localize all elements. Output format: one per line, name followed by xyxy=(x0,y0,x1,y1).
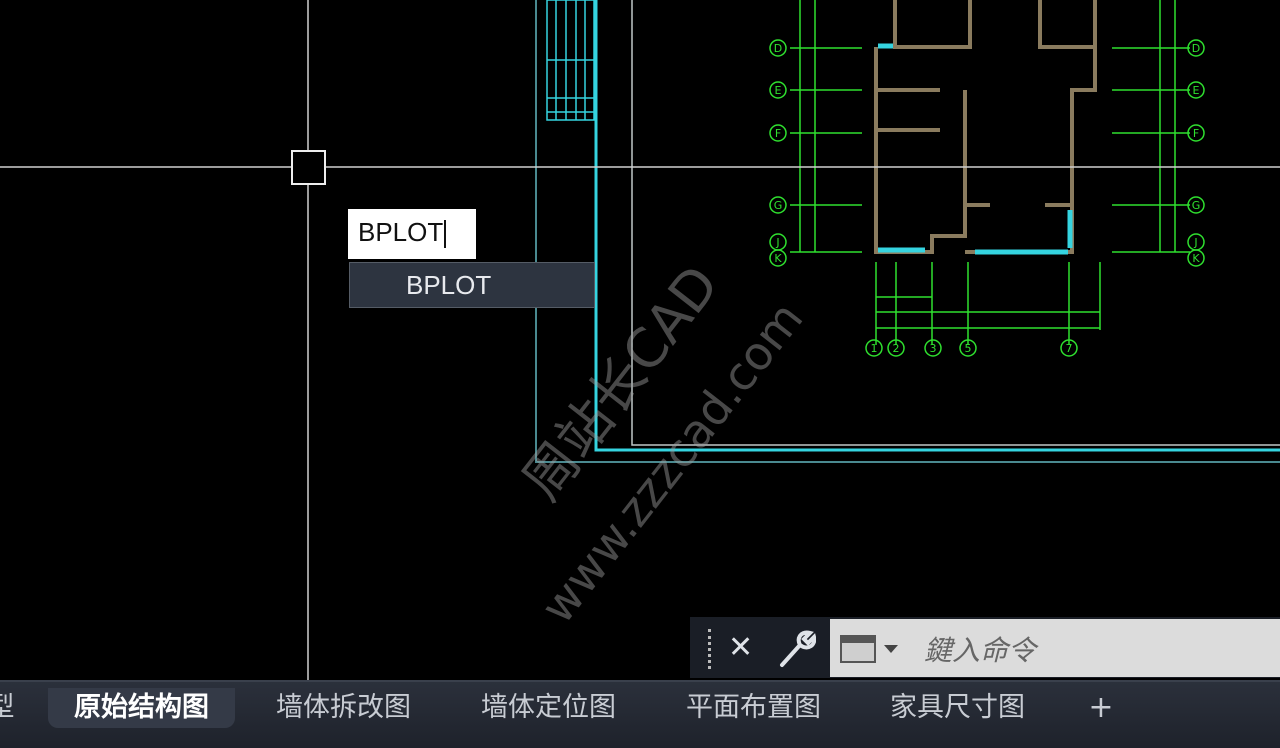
grid-bubble xyxy=(1187,81,1205,99)
grid-bubble-label: 2 xyxy=(893,342,900,355)
pickbox xyxy=(291,150,326,185)
command-line: ✕ 鍵入命令 xyxy=(690,617,1280,678)
grid-bubble-label: G xyxy=(1192,199,1201,212)
grid-bubble xyxy=(1187,39,1205,57)
grid-bubble-label: F xyxy=(1193,127,1199,140)
grid-bubble-label: D xyxy=(1192,42,1200,55)
command-placeholder: 鍵入命令 xyxy=(924,634,1037,667)
grid-bubble-label: 7 xyxy=(1066,342,1073,355)
grid-bubble xyxy=(1060,339,1078,357)
tab-original-structure[interactable]: 原始结构图 xyxy=(48,688,235,728)
crosshair-cursor xyxy=(0,0,1280,680)
add-layout-button[interactable]: + xyxy=(1088,690,1114,725)
layout-tabs: 型 原始结构图 墙体拆改图 墙体定位图 平面布置图 家具尺寸图 + xyxy=(0,680,1280,748)
grid-bubble-label: 1 xyxy=(871,342,878,355)
grid-bubble xyxy=(959,339,977,357)
chevron-down-icon[interactable] xyxy=(884,645,898,653)
wrench-icon[interactable] xyxy=(776,629,817,679)
command-input[interactable]: 鍵入命令 xyxy=(830,619,1280,677)
grid-bubble xyxy=(769,196,787,214)
grid-bubble-label: G xyxy=(774,199,783,212)
tab-model[interactable]: 型 xyxy=(0,692,15,723)
tab-wall-demolition[interactable]: 墙体拆改图 xyxy=(276,692,411,723)
grid-bubble xyxy=(769,39,787,57)
grid-bubble xyxy=(865,339,883,357)
grid-bubble xyxy=(924,339,942,357)
text-caret xyxy=(444,220,447,249)
grid-bubble xyxy=(1187,196,1205,214)
grid-bubble-label: E xyxy=(775,84,782,97)
grid-bubble xyxy=(1187,124,1205,142)
grid-bubble xyxy=(769,124,787,142)
recent-commands-icon[interactable] xyxy=(840,635,876,663)
grid-bubble xyxy=(769,81,787,99)
grid-bubble-label: 3 xyxy=(930,342,937,355)
drag-handle[interactable] xyxy=(708,629,714,669)
tab-wall-positioning[interactable]: 墙体定位图 xyxy=(481,692,616,723)
stair-block xyxy=(546,0,595,121)
grid-bubble-label: J xyxy=(775,236,779,249)
grid-bubble-label: K xyxy=(774,252,782,265)
tab-floor-layout[interactable]: 平面布置图 xyxy=(686,692,821,723)
grid-bubble xyxy=(1187,249,1205,267)
grid-bubble-label: 5 xyxy=(965,342,972,355)
grid-bubble xyxy=(769,249,787,267)
tab-furniture-dimensions[interactable]: 家具尺寸图 xyxy=(890,692,1025,723)
grid-bubble-label: D xyxy=(774,42,782,55)
grid-bubble-label: E xyxy=(1193,84,1200,97)
grid-bubble-label: J xyxy=(1193,236,1197,249)
grid-bubble-label: K xyxy=(1192,252,1200,265)
drawing-frame xyxy=(535,0,1280,463)
grid-bubble-label: F xyxy=(775,127,781,140)
dynamic-input-value: BPLOT xyxy=(358,217,444,247)
grid-bubble xyxy=(887,339,905,357)
close-icon[interactable]: ✕ xyxy=(728,630,754,665)
autocomplete-item-bplot[interactable]: BPLOT xyxy=(349,262,595,308)
dynamic-input-field[interactable]: BPLOT xyxy=(348,209,476,259)
autocomplete-label: BPLOT xyxy=(406,270,492,300)
